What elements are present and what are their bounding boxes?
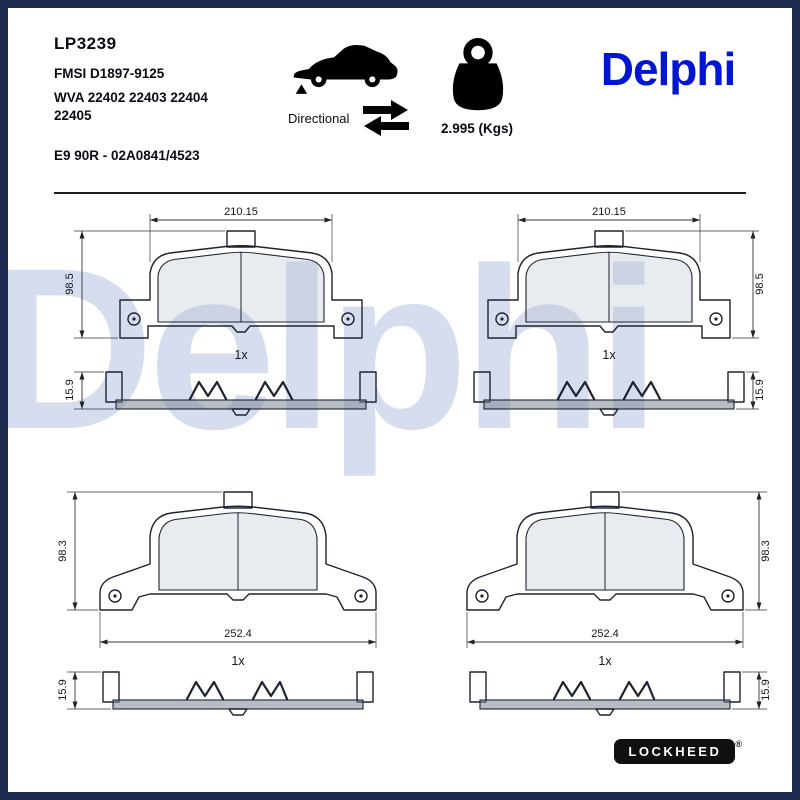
brake-pad-geometry (98, 490, 378, 717)
dim-height-label: 98.3 (57, 540, 69, 561)
homologation-code: E9 90R - 02A0841/4523 (54, 148, 200, 163)
dim-height-label: 98.3 (760, 540, 772, 561)
quantity-label: 1x (231, 654, 245, 668)
dim-width-label: 252.4 (591, 628, 619, 640)
fmsi-code: FMSI D1897-9125 (54, 66, 165, 81)
quantity-label: 1x (598, 654, 612, 668)
dim-width-label: 210.15 (224, 206, 258, 218)
pad-drawing-bottom-left: 252.4 98.3 1x 15.9 (57, 490, 378, 717)
wva-codes-line1: WVA 22402 22403 22404 (54, 90, 208, 105)
directional-label: Directional (288, 111, 350, 126)
delphi-logo: Delphi (600, 43, 737, 95)
weight-icon (452, 37, 504, 111)
brake-pad-geometry (104, 229, 378, 417)
dim-accessory-label: 15.9 (57, 679, 69, 700)
dim-accessory-label: 15.9 (760, 679, 772, 700)
quantity-label: 1x (602, 348, 616, 362)
lockheed-logo: LOCKHEED® (614, 739, 742, 764)
part-number: LP3239 (54, 34, 117, 53)
dimensions-bottom-left: 252.4 98.3 1x 15.9 (57, 491, 377, 710)
dim-height-label: 98.5 (754, 273, 766, 294)
quantity-label: 1x (234, 348, 248, 362)
dim-width-label: 252.4 (224, 628, 252, 640)
dim-width-label: 210.15 (592, 206, 626, 218)
dimensions-bottom-right: 252.4 98.3 1x 15.9 (466, 491, 772, 710)
registered-trademark-symbol: ® (735, 739, 742, 749)
car-icon (293, 44, 398, 94)
pad-drawing-top-right: 210.15 98.5 1x 15.9 (472, 206, 766, 417)
dimensions-top-left: 210.15 98.5 1x 15.9 (64, 206, 333, 410)
lockheed-wordmark: LOCKHEED (614, 739, 736, 764)
dim-accessory-label: 15.9 (64, 379, 76, 400)
pad-drawing-top-left: 210.15 98.5 1x 15.9 (64, 206, 378, 417)
weight-value: 2.995 (Kgs) (440, 121, 514, 136)
pad-drawing-bottom-right: 252.4 98.3 1x 15.9 (465, 490, 772, 717)
dim-height-label: 98.5 (64, 273, 76, 294)
brake-pad-geometry (472, 229, 746, 417)
dimensions-top-right: 210.15 98.5 1x 15.9 (517, 206, 766, 410)
wva-codes-line2: 22405 (54, 108, 92, 123)
header-divider (54, 192, 746, 194)
dim-accessory-label: 15.9 (754, 379, 766, 400)
brake-pad-geometry (465, 490, 745, 717)
directional-arrows-icon (363, 100, 409, 136)
